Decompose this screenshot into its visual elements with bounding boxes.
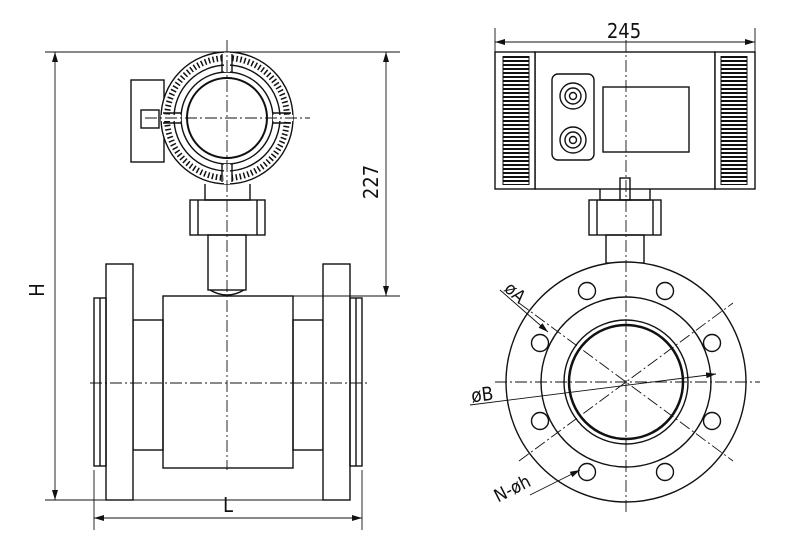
bolt-hole [702, 333, 722, 353]
side-neck [588, 177, 662, 264]
side-centerlines [495, 40, 760, 515]
neck [189, 184, 266, 296]
front-dimensions [45, 51, 400, 530]
head-height-label: 227 [359, 165, 383, 199]
bolt-hole [655, 281, 675, 301]
width-label: L [223, 493, 233, 517]
converter-housing [494, 51, 756, 190]
right-flange [322, 263, 363, 501]
bolt-holes [530, 281, 722, 482]
front-view [45, 40, 400, 530]
dia-a-label: øA [500, 278, 530, 308]
bolt-holes-label: N-øh [491, 471, 535, 507]
bolt-hole [577, 281, 597, 301]
left-flange [93, 263, 134, 501]
bolt-hole [655, 462, 675, 482]
bolt-hole [530, 411, 550, 431]
bolt-hole [530, 333, 550, 353]
side-view [469, 28, 760, 515]
dia-b-label: øB [470, 383, 495, 408]
bolt-hole [702, 411, 722, 431]
front-centerlines [90, 40, 370, 470]
side-dimensions [469, 28, 756, 496]
pipe-body [132, 295, 324, 469]
housing-width-label: 245 [607, 19, 641, 43]
height-label: H [25, 283, 49, 297]
